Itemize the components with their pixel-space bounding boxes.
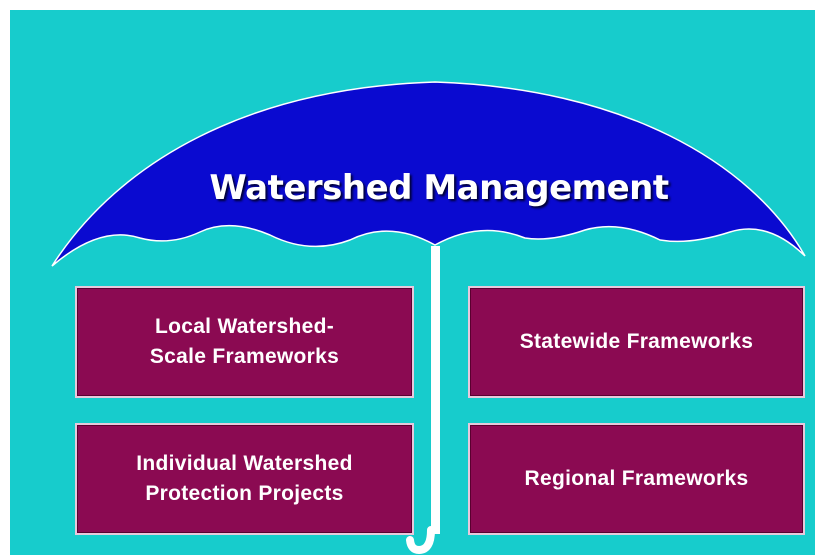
umbrella-title: Watershed Management xyxy=(209,168,669,208)
umbrella-handle-hook xyxy=(406,526,435,555)
framework-box-regional: Regional Frameworks xyxy=(468,423,805,535)
framework-label: Individual Watershed Protection Projects xyxy=(136,452,353,505)
framework-label: Local Watershed- Scale Frameworks xyxy=(149,315,340,368)
diagram-canvas: Watershed Management Local Watershed- Sc… xyxy=(10,10,815,555)
framework-box-local: Local Watershed- Scale Frameworks xyxy=(75,286,414,398)
framework-box-statewide: Statewide Frameworks xyxy=(468,286,805,398)
framework-label: Statewide Frameworks xyxy=(519,330,754,353)
framework-box-individual: Individual Watershed Protection Projects xyxy=(75,423,414,535)
umbrella-graphic xyxy=(51,81,806,555)
framework-label: Regional Frameworks xyxy=(524,467,749,490)
umbrella-handle xyxy=(431,246,440,534)
umbrella-canopy xyxy=(51,81,806,267)
